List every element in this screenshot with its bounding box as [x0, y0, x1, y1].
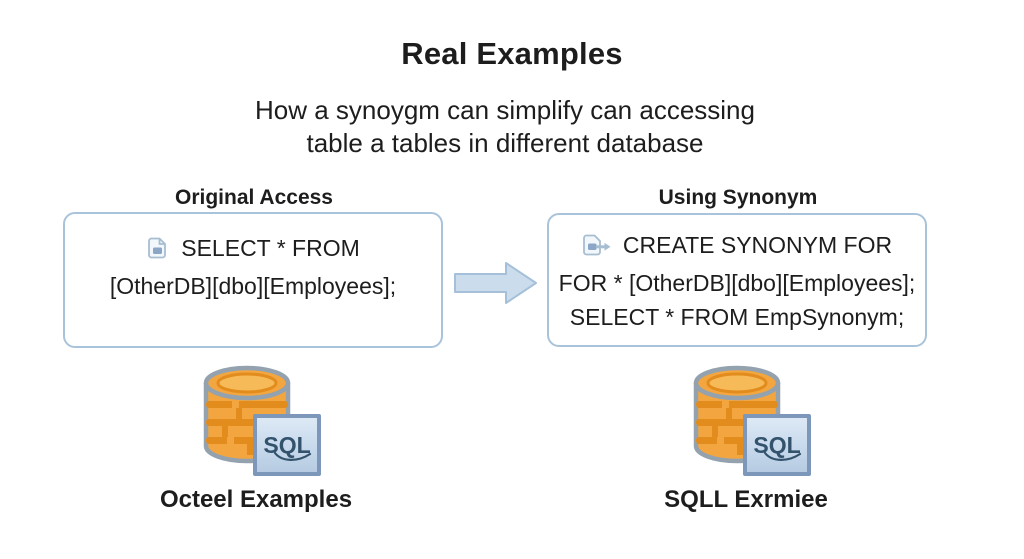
document-arrow-icon: [582, 232, 612, 266]
page-title: Real Examples: [401, 36, 623, 71]
code-line: SELECT * FROM EmpSynonym;: [569, 304, 905, 330]
document-icon: [146, 235, 170, 269]
code-text: SELECT * FROM: [181, 235, 360, 261]
slide-subtitle: How a synoygm can simplify can accessing…: [0, 94, 1010, 160]
code-line: [OtherDB][dbo][Employees];: [109, 273, 397, 299]
code-line: CREATE SYNONYM FOR: [549, 228, 925, 266]
right-caption: SQLL Exrmiee: [664, 486, 828, 513]
sql-badge-label: SQL: [263, 431, 311, 458]
sql-badge: SQL: [253, 414, 321, 476]
sql-badge: SQL: [743, 414, 811, 476]
subtitle-line-1: How a synoygm can simplify can accessing: [255, 95, 755, 125]
using-synonym-box: CREATE SYNONYM FOR FOR * [OtherDB][dbo][…: [547, 213, 927, 347]
original-access-box: SELECT * FROM [OtherDB][dbo][Employees];: [63, 212, 443, 348]
original-access-header: Original Access: [175, 186, 333, 209]
using-synonym-header: Using Synonym: [658, 186, 818, 209]
subtitle-line-2: table a tables in different database: [306, 128, 704, 158]
database-icon: SQL: [201, 365, 327, 481]
code-line: SELECT * FROM: [65, 231, 441, 269]
database-icon: SQL: [691, 365, 817, 481]
left-caption: Octeel Examples: [159, 486, 353, 513]
sql-badge-label: SQL: [753, 431, 801, 458]
code-line: FOR * [OtherDB][dbo][Employees];: [558, 270, 916, 296]
arrow-right-icon: [454, 262, 537, 304]
code-text: CREATE SYNONYM FOR: [622, 232, 893, 258]
